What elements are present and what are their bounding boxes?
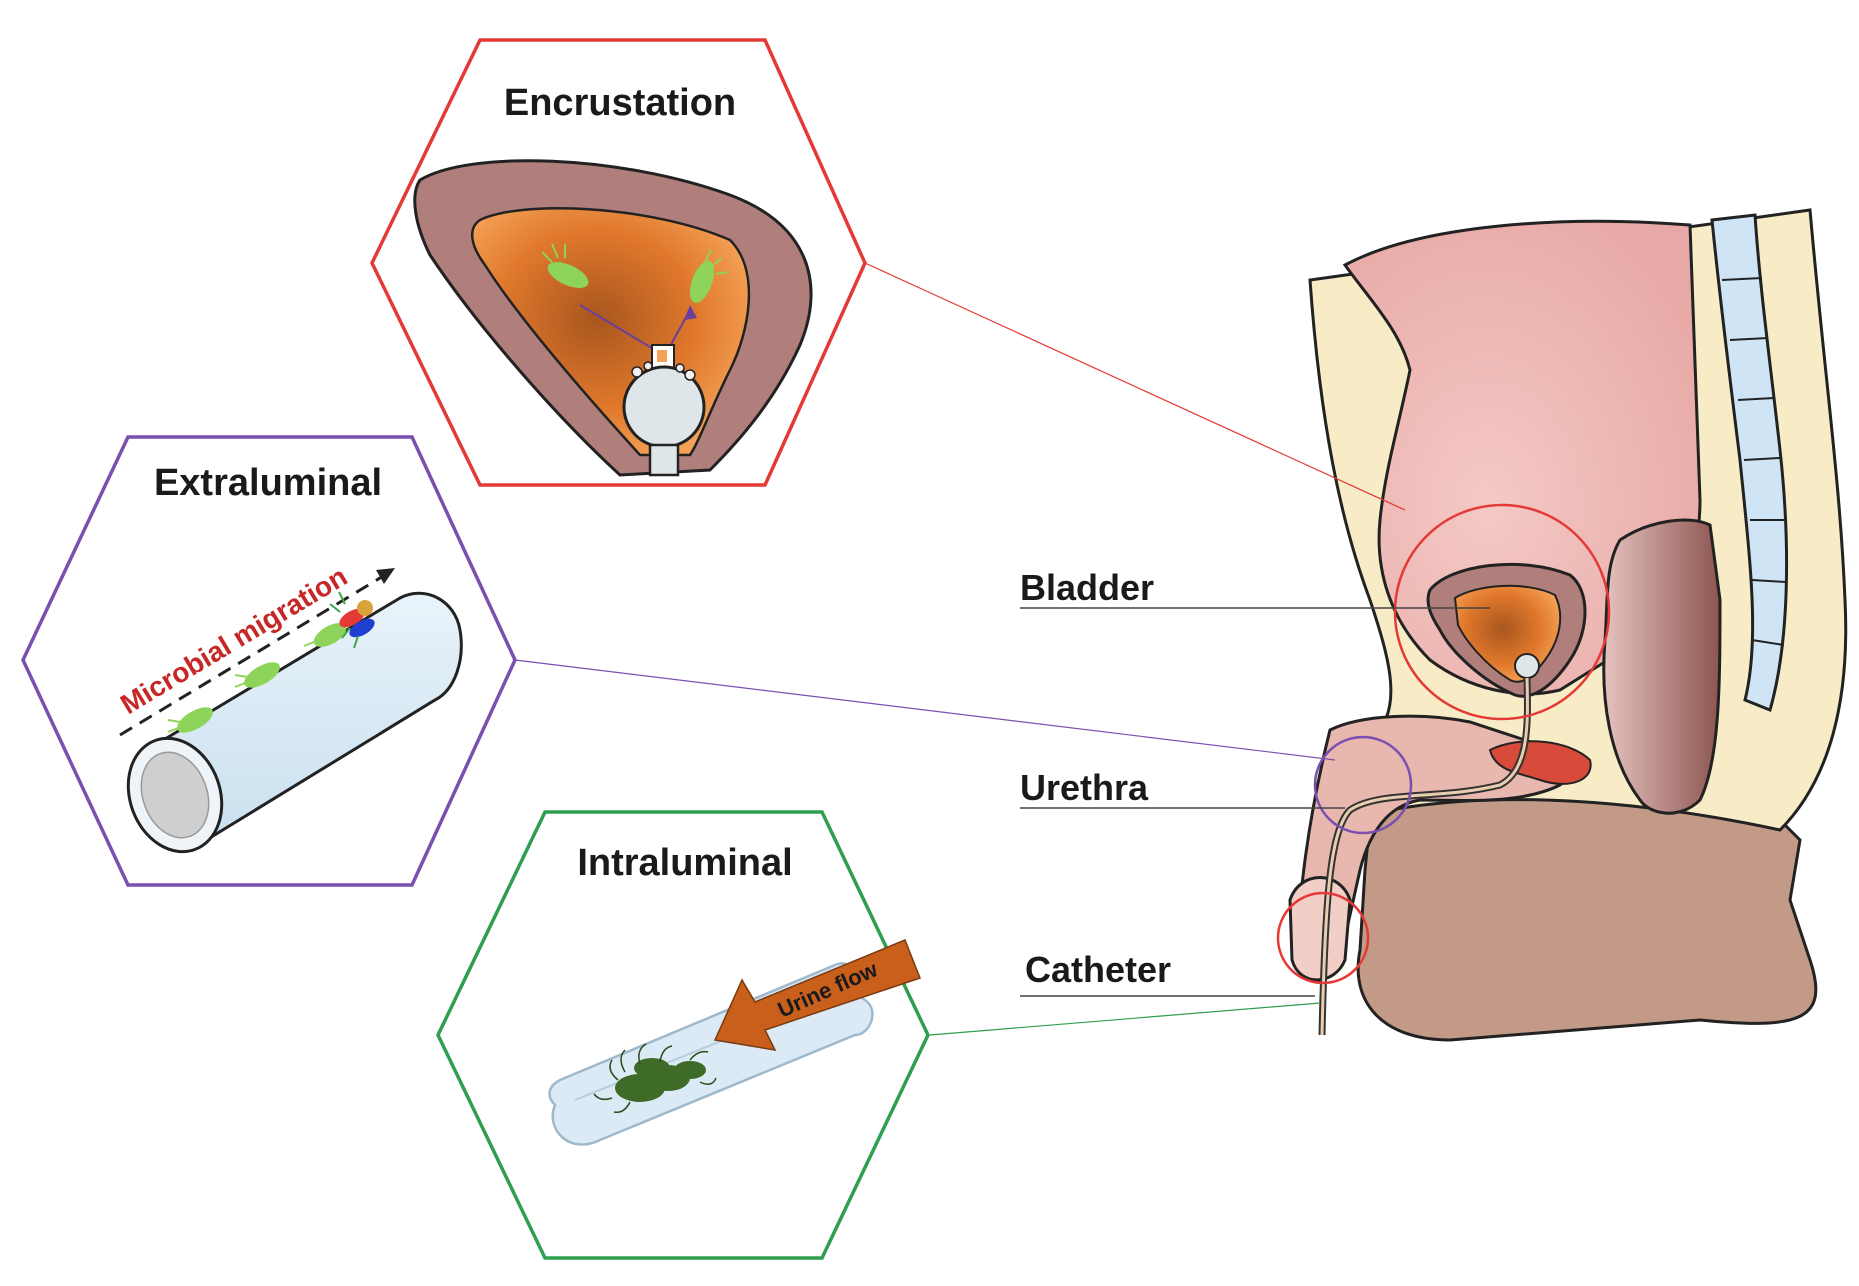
balloon-catheter-icon <box>1514 653 1540 679</box>
catheter-label: Catheter <box>1025 949 1171 990</box>
encrustation-title: Encrustation <box>504 82 736 124</box>
catheter-highlight-circle <box>1276 891 1370 985</box>
intraluminal-connector <box>929 1002 1321 1036</box>
extraluminal-title: Extraluminal <box>154 462 382 504</box>
catheter-tube-segment <box>126 591 463 854</box>
thigh-tissue <box>1356 792 1818 1042</box>
encrustation-connector <box>864 262 1406 511</box>
migration-direction-arrow <box>119 573 386 737</box>
pelvic-anatomy <box>1288 208 1848 1042</box>
glans <box>1288 876 1352 982</box>
bladder-highlight-circle <box>1393 503 1611 721</box>
arrowhead-icon <box>376 568 395 584</box>
migration-arrow <box>579 304 656 351</box>
bladder-label: Bladder <box>1020 567 1154 608</box>
arrowhead-icon <box>684 305 697 320</box>
urethra-label: Urethra <box>1020 767 1149 808</box>
bacterium-icon <box>541 243 589 288</box>
bacterium-icon <box>234 662 280 688</box>
bacterium-icon <box>689 249 729 303</box>
bacterium-icon <box>303 623 347 647</box>
bacterium-icon <box>167 707 213 733</box>
intraluminal-panel: Intraluminal Urine flow <box>436 810 930 1260</box>
extraluminal-connector <box>514 659 1336 761</box>
bacterial-colony <box>329 591 375 649</box>
spine <box>1710 213 1789 713</box>
encrustation-panel: Encrustation <box>370 38 867 487</box>
prostate <box>1488 740 1592 785</box>
rectum <box>1602 518 1722 815</box>
extraluminal-panel: Extraluminal Microbial migration <box>21 435 517 887</box>
catheter-shaft <box>648 443 680 477</box>
biofilm <box>615 1058 706 1102</box>
flow-arrow-icon <box>713 939 921 1051</box>
crystal-deposits <box>631 361 696 381</box>
urethra-highlight-circle <box>1313 735 1413 835</box>
catheter-eye <box>657 350 667 362</box>
intraluminal-title: Intraluminal <box>577 842 792 884</box>
biofilm-flagella <box>593 1043 717 1114</box>
